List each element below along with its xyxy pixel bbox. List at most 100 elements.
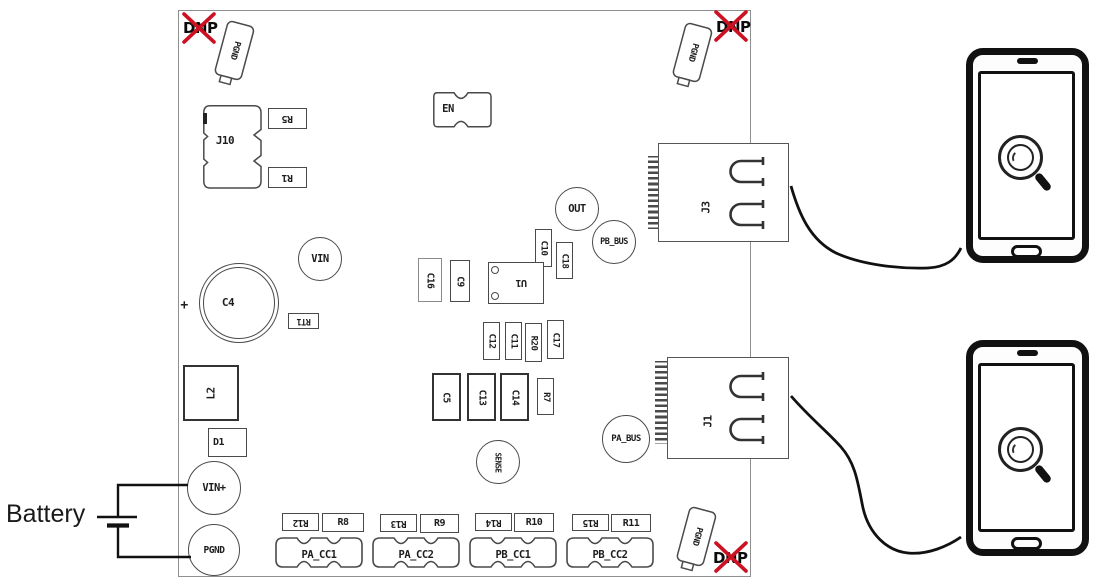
en-jumper-outline [433, 92, 492, 128]
c11-capacitor: C11 [505, 322, 522, 360]
c17-capacitor: C17 [547, 320, 564, 359]
magnifier-inner-lens [1007, 144, 1034, 171]
magnifier-lens-icon [998, 427, 1043, 472]
c13-label: C13 [475, 389, 487, 405]
vin-plus-terminal: VIN+ [187, 461, 241, 515]
battery-symbol-icon [97, 483, 191, 559]
connector-outline [672, 22, 713, 88]
pa-bus-testpoint: PA_BUS [602, 415, 650, 463]
battery-label: Battery [6, 500, 86, 528]
pa-cc2-label: PA_CC2 [398, 548, 434, 561]
vin-label: VIN [311, 253, 329, 265]
phone-home-button [1011, 537, 1042, 550]
u1-label: U1 [516, 277, 528, 288]
sense-label: SENSE [493, 451, 503, 473]
rt1-thermistor: RT1 [288, 313, 319, 329]
c9-capacitor: C9 [450, 260, 470, 302]
rt1-label: RT1 [296, 316, 311, 326]
r5-label: R5 [281, 113, 294, 124]
connector-outline [214, 20, 255, 86]
c5-capacitor: C5 [432, 373, 461, 421]
l2-label: L2 [204, 386, 218, 400]
magnifier-inner-lens [1007, 436, 1034, 463]
c17-label: C17 [550, 332, 561, 347]
c12-label: C12 [486, 333, 497, 349]
r20-label: R20 [528, 335, 539, 350]
c16-label: C16 [424, 272, 436, 288]
r8-resistor: R8 [322, 513, 364, 532]
j10-connector-outline [203, 105, 262, 189]
vin-testpoint: VIN [298, 237, 342, 281]
j3-pins [648, 156, 659, 229]
pb-cc1-label: PB_CC1 [495, 548, 531, 561]
r20-resistor: R20 [525, 323, 542, 362]
dnp-cross-icon [714, 10, 748, 42]
out-testpoint: OUT [555, 187, 599, 231]
pa-cc1-label: PA_CC1 [301, 548, 337, 561]
c4-capacitor-inner [203, 267, 275, 339]
r15-resistor: R15 [572, 514, 609, 531]
j3-connector-label: J3 [699, 200, 713, 214]
d1-diode: D1 [208, 428, 247, 457]
r9-resistor: R9 [420, 514, 459, 533]
c4-polarity-plus: + [180, 297, 188, 313]
en-jumper-label: EN [442, 103, 454, 115]
pgnd-terminal: PGND [188, 524, 240, 576]
pa-cc2-jumper-outline [372, 537, 460, 568]
j3-connector-body [658, 143, 789, 242]
pgnd-connector-top-right: PGND [669, 21, 715, 91]
r10-label: R10 [525, 517, 543, 528]
r9-label: R9 [433, 518, 446, 529]
phone-speaker [1017, 58, 1038, 64]
r11-resistor: R11 [611, 514, 651, 532]
c13-capacitor: C13 [467, 373, 496, 421]
dnp-cross-icon [182, 12, 216, 44]
l2-inductor: L2 [183, 365, 239, 421]
j1-connector-body [667, 357, 789, 459]
connector-outline [676, 506, 717, 572]
r7-label: R7 [540, 391, 551, 402]
c9-label: C9 [454, 275, 466, 287]
cable-to-phone-2 [789, 395, 962, 555]
c12-capacitor: C12 [483, 322, 500, 360]
c18-capacitor: C18 [556, 242, 573, 279]
c5-label: C5 [440, 391, 452, 403]
pgnd-connector-top-left: PGND [211, 19, 257, 89]
c11-label: C11 [508, 333, 519, 349]
magnifier-lens-icon [998, 135, 1043, 180]
r1-label: R1 [281, 172, 294, 183]
r8-label: R8 [337, 517, 349, 528]
smartphone-magnifier-icon-2 [966, 340, 1089, 556]
d1-label: D1 [213, 437, 225, 448]
vin-plus-label: VIN+ [202, 482, 226, 494]
r5-resistor: R5 [268, 108, 307, 129]
j3-shell-clips [729, 157, 765, 229]
j10-connector-label: J10 [215, 134, 235, 147]
r11-label: R11 [622, 517, 640, 529]
pgnd-connector-bottom-right: PGND [673, 505, 719, 575]
r14-label: R14 [485, 516, 502, 528]
phone-home-button [1011, 245, 1042, 258]
j1-shell-clips [729, 372, 765, 444]
sense-testpoint: SENSE [476, 440, 520, 484]
j1-pins [655, 361, 667, 444]
pgnd-terminal-label: PGND [203, 544, 225, 556]
j1-label-wrap: J1 [698, 410, 718, 432]
c16-capacitor: C16 [418, 258, 442, 302]
c10-label: C10 [538, 240, 549, 256]
pa-cc1-jumper-outline [275, 537, 363, 568]
pb-bus-testpoint: PB_BUS [592, 220, 636, 264]
pb-cc1-jumper-outline [469, 537, 557, 568]
cable-to-phone-1 [789, 185, 963, 270]
r12-resistor: R12 [282, 513, 319, 531]
r1-resistor: R1 [268, 167, 307, 188]
c18-label: C18 [559, 253, 570, 268]
phone-screen [978, 71, 1075, 240]
j3-label-wrap: J3 [696, 196, 716, 218]
u1-pin1-dot [491, 266, 499, 274]
c4-label: C4 [221, 296, 235, 309]
j10-pin1-mark [203, 113, 207, 124]
pb-cc2-jumper-outline [566, 537, 654, 568]
dnp-cross-icon [714, 541, 748, 573]
